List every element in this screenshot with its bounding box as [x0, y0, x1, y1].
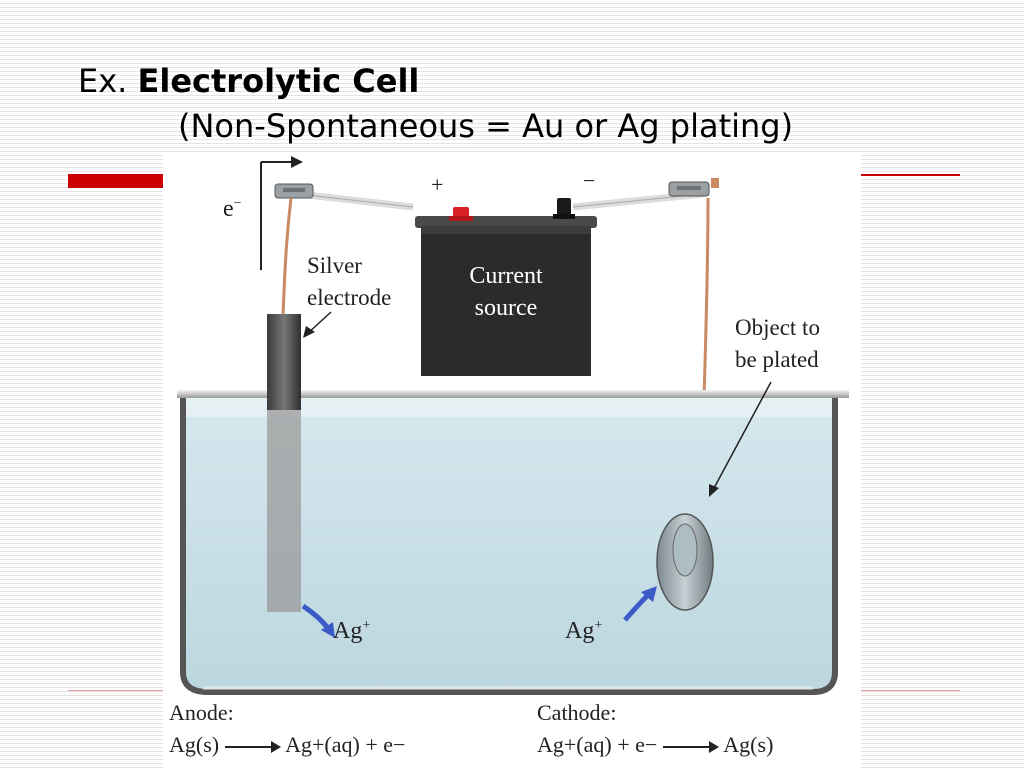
- ion-label-right-base: Ag: [565, 618, 595, 644]
- copper-wire-left: [281, 197, 293, 318]
- cathode-lhs: Ag+(aq) + e−: [537, 732, 658, 757]
- ion-label-left-base: Ag: [333, 618, 363, 644]
- ion-label-left-sup: +: [362, 618, 371, 633]
- right-clip: [668, 178, 719, 197]
- silver-electrode-pointer: [303, 311, 332, 338]
- object-label: Object to be plated: [735, 312, 820, 376]
- silver-electrode-label-line2: electrode: [307, 285, 392, 310]
- slide-subtitle: (Non-Spontaneous = Au or Ag plating): [178, 107, 794, 145]
- cathode-rhs: Ag(s): [723, 732, 774, 757]
- title-prefix: Ex.: [78, 62, 128, 100]
- electron-label-text: e: [223, 196, 234, 222]
- positive-terminal-label: +: [431, 172, 444, 197]
- negative-terminal-label: −: [583, 168, 596, 193]
- slide-title: Ex. Electrolytic Cell: [78, 62, 419, 100]
- accent-line-right: [858, 174, 960, 176]
- left-clip: [274, 183, 314, 199]
- electron-label: e−: [223, 196, 242, 223]
- silver-electrode-label-line1: Silver: [307, 253, 362, 278]
- silver-electrode: [267, 314, 301, 612]
- electron-flow-arrow: [260, 156, 303, 270]
- anode-lhs: Ag(s): [169, 732, 220, 757]
- accent-line-bottom-right: [858, 690, 960, 691]
- ion-arrow-right: [623, 586, 657, 622]
- title-bold: Electrolytic Cell: [137, 62, 420, 100]
- ion-arrow-left: [301, 603, 335, 638]
- silver-electrode-label: Silver electrode: [307, 250, 391, 314]
- object-label-line2: be plated: [735, 347, 819, 372]
- accent-bar-left: [68, 174, 164, 188]
- ion-label-right-sup: +: [594, 618, 603, 633]
- ion-label-left: Ag+: [333, 618, 370, 645]
- anode-title: Anode:: [169, 700, 234, 725]
- electron-label-sup: −: [233, 196, 242, 211]
- object-label-line1: Object to: [735, 315, 820, 340]
- cathode-equation: Ag+(aq) + e− Ag(s): [537, 732, 773, 758]
- cathode-title: Cathode:: [537, 700, 617, 725]
- anode-reaction-arrow: [225, 740, 282, 753]
- cathode-reaction-arrow: [663, 740, 720, 753]
- diagram-drawing: [177, 156, 849, 695]
- current-source-label-line1: Current: [469, 263, 543, 289]
- current-source-label-line2: source: [474, 295, 538, 321]
- current-source-label: Current source: [421, 260, 591, 324]
- beaker: [177, 390, 849, 695]
- anode-equation: Ag(s) Ag+(aq) + e−: [169, 732, 405, 758]
- current-source-battery: [415, 198, 597, 376]
- object-to-be-plated-ring: [656, 513, 714, 611]
- electrolytic-cell-diagram: e− + − Silver electrode Current source O…: [163, 152, 861, 768]
- object-pointer: [709, 381, 772, 497]
- ion-label-right: Ag+: [565, 618, 602, 645]
- anode-rhs: Ag+(aq) + e−: [285, 732, 406, 757]
- accent-line-bottom-left: [68, 690, 164, 691]
